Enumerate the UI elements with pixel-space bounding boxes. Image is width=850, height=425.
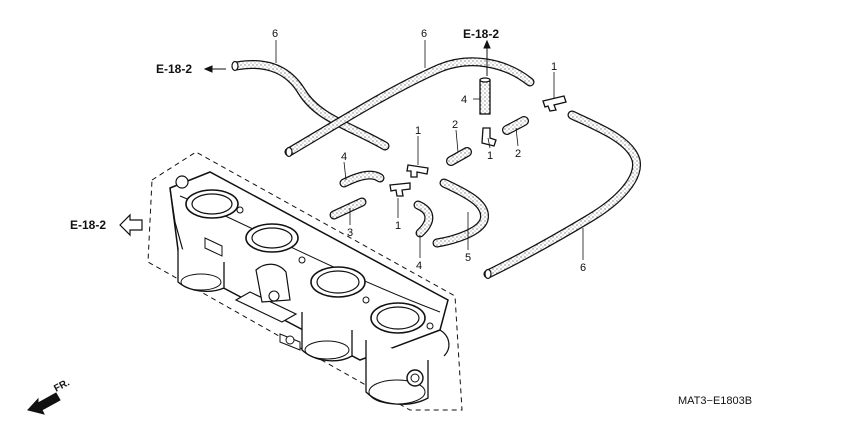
joint-1-lower-mid (389, 182, 411, 197)
ref-left-top[interactable]: E-18-2 (156, 62, 192, 76)
fr-direction-arrow (27, 392, 61, 415)
tube-4-left (339, 170, 385, 188)
tube-3 (329, 197, 367, 220)
label-tube-5: 5 (465, 252, 471, 264)
label-hose-6-left: 6 (272, 28, 278, 40)
diagram-code: MAT3−E1803B (678, 395, 752, 407)
joint-1-right (542, 95, 567, 112)
hose-6-top (284, 57, 535, 158)
arrow-left-top (203, 65, 226, 73)
leader-lines (275, 40, 584, 260)
label-tube-3: 3 (347, 227, 353, 239)
fr-label: FR. (52, 377, 72, 394)
hollow-arrow-left (119, 213, 143, 237)
tube-2-mid (446, 147, 472, 166)
label-joint-1-right: 1 (551, 61, 557, 73)
tube-4-bottom (413, 200, 434, 238)
joint-1-mid (406, 164, 429, 178)
label-joint-1-lower-right: 1 (487, 150, 493, 162)
label-tube-4-left: 4 (341, 151, 347, 163)
joint-1-lower-right (481, 127, 497, 147)
ref-left-mid[interactable]: E-18-2 (70, 218, 106, 232)
hose-6-left (231, 59, 390, 151)
tube-5 (432, 178, 490, 248)
label-tube-2-right: 2 (515, 148, 521, 160)
label-hose-6-top: 6 (421, 28, 427, 40)
throttle-body-assembly (147, 151, 463, 411)
tube-2-right (502, 116, 529, 135)
label-joint-1-mid: 1 (415, 125, 421, 137)
ref-top-center[interactable]: E-18-2 (463, 27, 499, 41)
tube-4-top (479, 77, 491, 115)
label-joint-1-lower-mid: 1 (395, 220, 401, 232)
arrow-up-top (483, 39, 491, 76)
label-tube-4-bottom: 4 (416, 260, 422, 272)
label-tube-4-top: 4 (461, 94, 467, 106)
label-tube-2-mid: 2 (452, 119, 458, 131)
hose-6-right (483, 110, 641, 280)
label-hose-6-right: 6 (580, 262, 586, 274)
